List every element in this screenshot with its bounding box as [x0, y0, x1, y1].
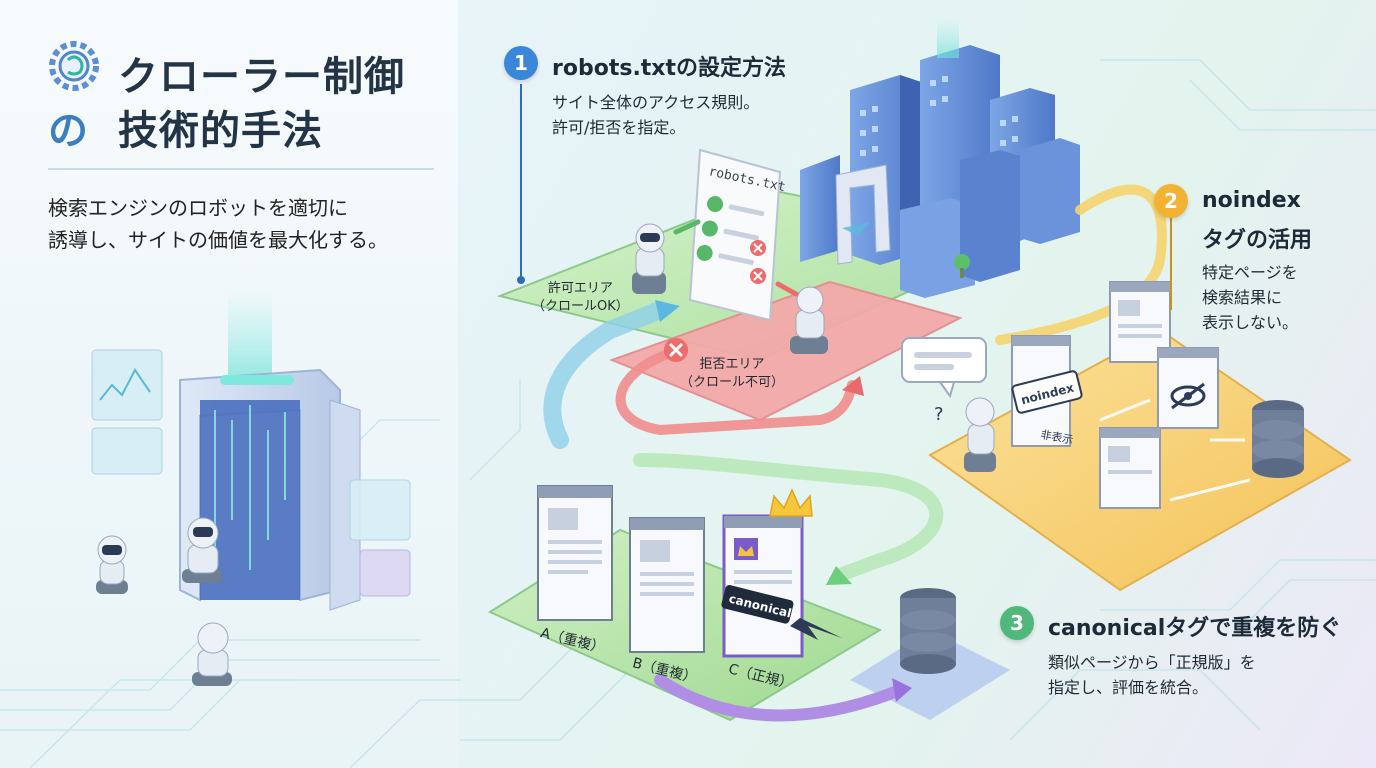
- section3-badge: 3: [1000, 606, 1034, 640]
- database-section2-icon: [1252, 400, 1304, 478]
- crawl-path-road: [543, 301, 669, 449]
- brain-gear-icon: [49, 41, 99, 91]
- city-buildings: [800, 18, 1080, 298]
- section2-badge: 2: [1154, 184, 1188, 218]
- section2-title-line2: タグの活用: [1202, 228, 1313, 253]
- page-title-line1: クローラー制御: [118, 54, 405, 100]
- section3-desc-line1: 類似ページから「正規版」を: [1048, 653, 1256, 672]
- section2-desc: 特定ページを 検索結果に 表示しない。: [1202, 260, 1298, 335]
- section1-title: robots.txtの設定方法: [552, 56, 787, 81]
- page-b-icon: [629, 517, 705, 653]
- database-section3-icon: [900, 588, 956, 674]
- page-title-line2: 技術的手法: [118, 108, 323, 154]
- canonical-pointer-arrow: [790, 618, 842, 640]
- crown-icon: [769, 488, 813, 517]
- robot-section1-deny: [775, 281, 828, 354]
- robot-section1-allow: [632, 219, 701, 294]
- noindex-sign-sub: 非表示: [1039, 427, 1074, 447]
- section1-desc: サイト全体のアクセス規則。 許可/拒否を指定。: [552, 90, 759, 140]
- section2-desc-line2: 検索結果に: [1202, 288, 1283, 307]
- subtitle-line1: 検索エンジンのロボットを適切に: [48, 196, 348, 220]
- section1-badge: 1: [504, 46, 538, 80]
- deny-return-arrow: [615, 345, 857, 436]
- section1-desc-line1: サイト全体のアクセス規則。: [552, 93, 760, 112]
- robots-txt-document: robots.txt: [688, 148, 787, 322]
- section3-desc-line2: 指定し、評価を統合。: [1048, 678, 1209, 697]
- gateway-server-illustration: [91, 290, 411, 611]
- section2-desc-line1: 特定ページを: [1202, 263, 1298, 282]
- deny-zone-label: 拒否エリア （クロール不可）: [680, 356, 784, 392]
- section2-title-line1: noindex: [1202, 188, 1301, 213]
- page-a-icon: [537, 485, 613, 621]
- noindex-pages: [1011, 281, 1219, 509]
- left-robots: [96, 517, 232, 686]
- allow-zone-label-line2: （クロールOK）: [532, 299, 629, 314]
- section3-title: canonicalタグで重複を防ぐ: [1048, 616, 1342, 641]
- page-title-connector: の: [48, 108, 88, 154]
- speech-bubble-icon: [901, 337, 987, 399]
- title-divider: [48, 168, 434, 170]
- section1-desc-line2: 許可/拒否を指定。: [552, 118, 686, 137]
- question-mark-icon: ?: [934, 404, 944, 425]
- section2-desc-line3: 表示しない。: [1202, 313, 1299, 332]
- noindex-route: [995, 184, 1167, 345]
- canonical-route: [633, 453, 944, 582]
- deny-zone-label-line2: （クロール不可）: [680, 375, 785, 390]
- robot-section2: [964, 397, 996, 472]
- page-c-icon: [722, 514, 804, 658]
- subtitle-line2: 誘導し、サイトの価値を最大化する。: [48, 228, 388, 252]
- deny-zone-label-line1: 拒否エリア: [699, 357, 765, 372]
- allow-zone-label: 許可エリア （クロールOK）: [532, 280, 629, 316]
- allow-zone-label-line1: 許可エリア: [547, 281, 613, 296]
- section3-desc: 類似ページから「正規版」を 指定し、評価を統合。: [1048, 650, 1256, 700]
- page-subtitle: 検索エンジンのロボットを適切に 誘導し、サイトの価値を最大化する。: [48, 192, 388, 256]
- consolidation-arrow: [654, 674, 906, 722]
